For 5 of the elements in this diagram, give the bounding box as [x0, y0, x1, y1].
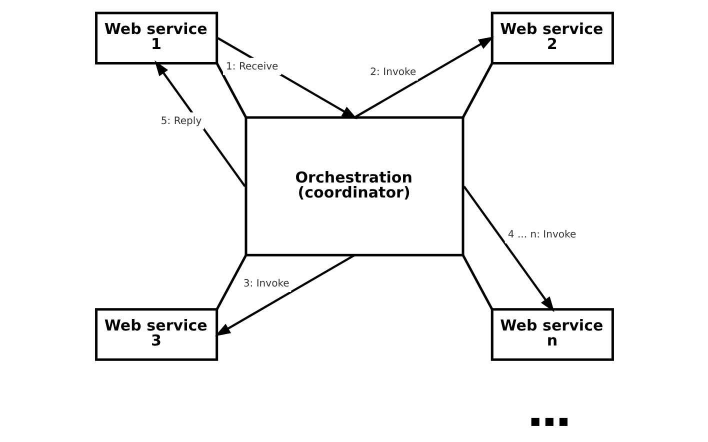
edge-label: 1: Receive [226, 60, 278, 72]
edge-label: 3: Invoke [242, 278, 289, 289]
edge-label: 2: Invoke [370, 66, 416, 78]
edge-label: 4 ... n: Invoke [507, 229, 576, 240]
edge-label: 5: Reply [160, 115, 202, 126]
